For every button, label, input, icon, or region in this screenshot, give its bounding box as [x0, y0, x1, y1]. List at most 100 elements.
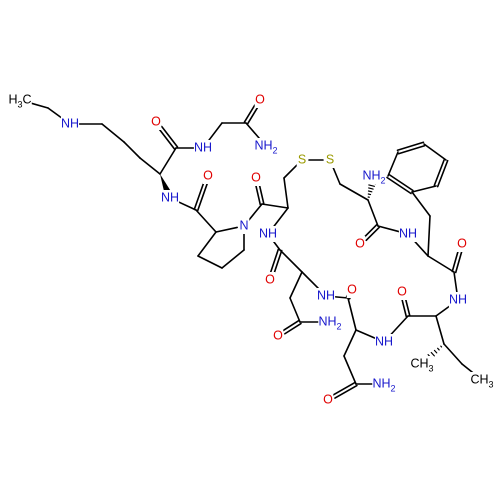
bond-double-cm-om — [269, 248, 283, 275]
atom-he2: CH3 — [470, 372, 494, 390]
bond-double-r1-r2 — [386, 173, 414, 195]
atom-og2: O — [254, 92, 266, 108]
bond-double-cc1-oc1 — [158, 125, 179, 150]
bond-double-ci-oi — [401, 297, 411, 318]
bond-single-ca-cc1 — [159, 147, 177, 175]
atom-me: H3C — [8, 92, 32, 110]
svg-text:O: O — [347, 283, 357, 297]
atom-n3: NH — [160, 190, 180, 206]
bond-single-ck-n5 — [332, 295, 349, 299]
bond-single-cs2-cd — [339, 183, 369, 201]
atom-np: N — [238, 218, 250, 234]
bond-single-g2-nh2a — [245, 122, 263, 142]
bond-single-ch-hb — [435, 315, 445, 345]
bond-double-r5-r6 — [433, 158, 449, 188]
atom-n8: NH — [448, 292, 468, 308]
bond-single-cn1-cn2 — [289, 297, 301, 323]
bond-double-g2-og2 — [243, 104, 259, 125]
svg-text:NH: NH — [194, 141, 212, 155]
bond-single-o1c-o2c — [101, 123, 125, 143]
bond-single-cq-cb — [261, 203, 289, 209]
bond-double-cn2-on — [282, 319, 302, 335]
svg-text:NH2: NH2 — [318, 315, 341, 332]
atom-n7: NH — [398, 226, 418, 242]
bond-single-pd-pc — [221, 249, 245, 269]
svg-text:O: O — [273, 329, 283, 343]
bond-single-r2-r3 — [387, 151, 399, 177]
atom-n2: NH — [193, 140, 213, 156]
bond-layer — [25, 101, 478, 399]
bond-single-n3-cp — [175, 200, 197, 211]
bond-single-cj-ck — [347, 297, 357, 331]
svg-text:CH3: CH3 — [410, 357, 433, 374]
atom-n4: NH — [258, 226, 278, 242]
bond-double-ce-oe — [362, 223, 381, 242]
svg-text:S: S — [298, 153, 306, 167]
bond-single-fb-r1 — [411, 191, 431, 217]
svg-text:O: O — [457, 237, 467, 251]
bond-single-cb-cs1 — [283, 177, 289, 209]
atom-hme: CH3 — [410, 356, 434, 374]
svg-text:N: N — [239, 219, 248, 233]
atom-oc1: O — [150, 114, 162, 130]
svg-text:NH: NH — [399, 227, 417, 241]
bond-double-cp-op — [193, 181, 209, 212]
svg-text:NH: NH — [317, 289, 335, 303]
bond-double-cq-oq — [255, 183, 265, 206]
bond-single-ce-n7 — [377, 225, 403, 233]
bond-single-hb-he1 — [443, 343, 463, 365]
svg-text:NH2: NH2 — [372, 377, 395, 394]
bond-single-cj-co1 — [343, 329, 357, 357]
svg-text:O: O — [203, 169, 213, 183]
svg-text:O: O — [397, 285, 407, 299]
bond-single-cp-pa — [195, 209, 217, 233]
atom-n6: NH — [374, 334, 394, 350]
bond-single-n6-cj — [355, 329, 379, 341]
bond-single-pa-np — [215, 226, 238, 233]
svg-text:NH: NH — [61, 117, 79, 131]
svg-text:NH2: NH2 — [254, 139, 277, 156]
bond-single-ci-n6 — [387, 315, 409, 338]
bond-single-cd-ce — [367, 199, 379, 227]
atom-oi: O — [396, 284, 408, 300]
svg-text:O: O — [251, 171, 261, 185]
bond-single-n5-cl — [301, 271, 322, 292]
svg-text:NH: NH — [375, 335, 393, 349]
atom-s2: S — [324, 152, 336, 168]
svg-text:O: O — [151, 115, 161, 129]
bond-wedge-ca-n3 — [160, 174, 171, 193]
svg-text:NH: NH — [449, 293, 467, 307]
bond-single-n2-g1 — [206, 122, 223, 144]
bond-single-cs1-s1 — [283, 164, 298, 179]
svg-text:NH2: NH2 — [362, 169, 385, 186]
bond-single-o3c-ca — [139, 157, 161, 175]
bond-hash-cd-nh2b — [367, 181, 377, 198]
svg-text:O: O — [255, 93, 265, 107]
atom-n5: NH — [316, 288, 336, 304]
atom-oq: O — [250, 170, 262, 186]
atom-nh2b: NH2 — [362, 168, 386, 186]
bond-single-r6-r1 — [411, 185, 437, 193]
atom-nh2c: NH2 — [318, 314, 342, 332]
bond-single-cf-fb — [427, 215, 431, 257]
svg-text:NH: NH — [161, 191, 179, 205]
svg-text:NH: NH — [259, 227, 277, 241]
bond-single-cg-n8 — [453, 271, 458, 294]
svg-text:CH3: CH3 — [470, 373, 493, 390]
bond-single-cl-cm — [279, 249, 303, 273]
bond-single-pc-pb — [197, 255, 223, 269]
bond-single-n4-cb — [271, 207, 289, 230]
bond-single-s2-cs2 — [331, 165, 341, 185]
atom-og: O — [456, 236, 468, 252]
bond-single-o2c-o3c — [123, 141, 141, 159]
svg-text:H3C: H3C — [8, 93, 31, 110]
bond-double-r3-r4 — [396, 141, 426, 155]
atom-n1: NH — [60, 116, 80, 132]
bond-double-cg-og — [451, 249, 463, 274]
atom-om: O — [264, 272, 276, 288]
bond-single-pb-pa — [197, 231, 217, 257]
bond-single-cf-cg — [427, 255, 455, 273]
atom-op: O — [202, 168, 214, 184]
